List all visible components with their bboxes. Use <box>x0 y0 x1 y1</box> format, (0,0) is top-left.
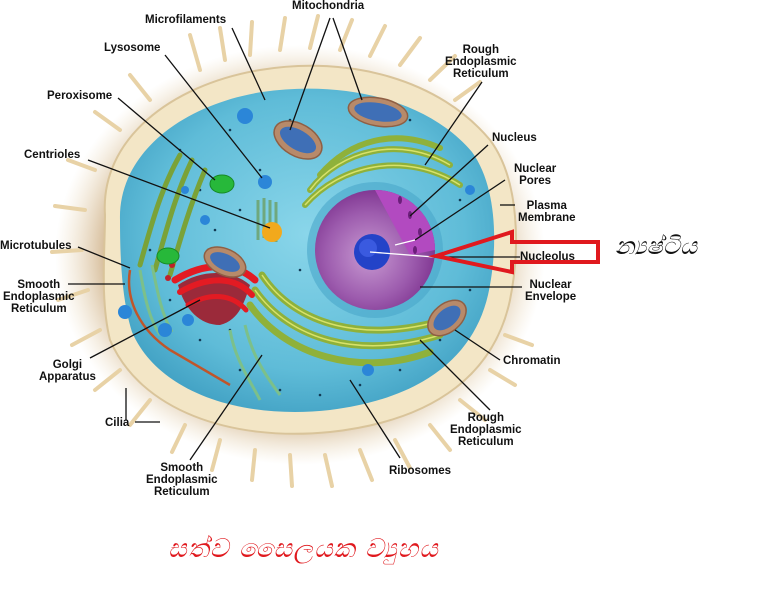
label-microfilaments: Microfilaments <box>145 14 227 26</box>
highlight-arrow <box>428 229 600 275</box>
microtubule <box>127 269 231 387</box>
label-golgi-apparatus: Golgi Apparatus <box>39 359 96 383</box>
label-centrioles: Centrioles <box>24 149 81 161</box>
label-rough-er-top: Rough Endoplasmic Reticulum <box>445 44 517 80</box>
label-microtubules: Microtubules <box>0 240 72 252</box>
label-chromatin: Chromatin <box>503 355 561 367</box>
nucleus <box>307 182 443 318</box>
label-nucleolus: Nucleolus <box>520 251 575 263</box>
leader-lines <box>68 17 522 461</box>
label-smooth-er-left: Smooth Endoplasmic Reticulum <box>3 279 75 315</box>
label-rough-er-bottom: Rough Endoplasmic Reticulum <box>450 412 522 448</box>
label-plasma-membrane: Plasma Membrane <box>518 200 576 224</box>
label-nuclear-pores: Nuclear Pores <box>514 163 557 187</box>
smooth-er <box>138 264 282 401</box>
label-nuclear-envelope: Nuclear Envelope <box>525 279 577 303</box>
label-nucleus: Nucleus <box>492 132 537 144</box>
golgi-apparatus <box>165 262 259 325</box>
label-lysosome: Lysosome <box>104 42 161 54</box>
peroxisome <box>156 174 235 265</box>
label-ribosomes: Ribosomes <box>389 465 451 477</box>
label-mitochondria: Mitochondria <box>292 0 365 12</box>
label-peroxisome: Peroxisome <box>47 90 113 102</box>
diagram-title-sinhala: සත්ව සෛලයක ව්‍යුහය <box>168 534 439 564</box>
label-smooth-er-bottom: Smooth Endoplasmic Reticulum <box>146 462 218 498</box>
lysosome <box>118 108 475 376</box>
nucleolus-sinhala-annotation: න්‍යෂ්ටිය <box>615 232 698 260</box>
label-cilia: Cilia <box>105 417 130 429</box>
